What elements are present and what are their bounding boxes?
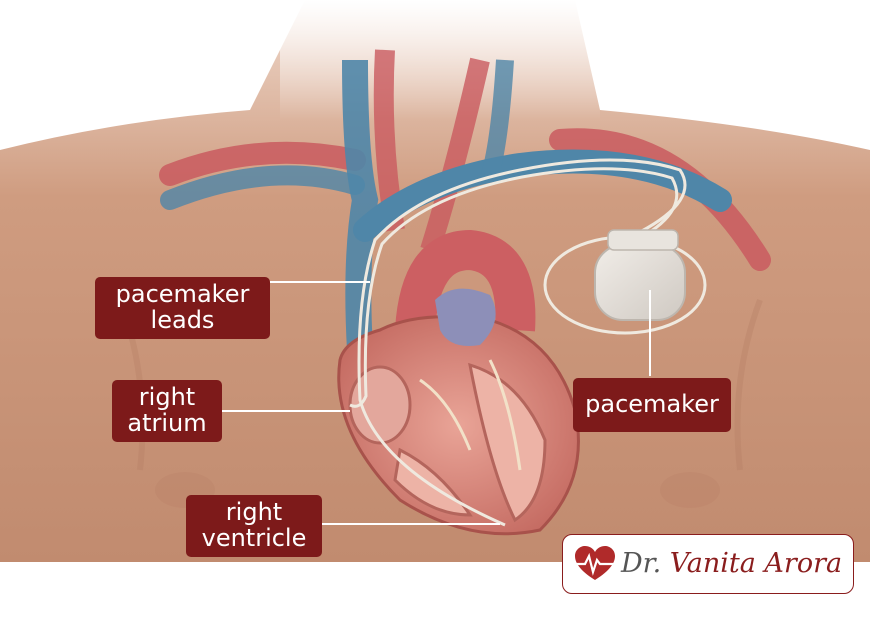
label-right-ventricle-line2: ventricle: [201, 524, 307, 552]
label-right-ventricle: right ventricle: [186, 495, 322, 557]
label-pacemaker-leads: pacemaker leads: [95, 277, 270, 339]
doctor-prefix: Dr.: [621, 548, 662, 579]
pacemaker-device: [594, 229, 686, 321]
label-right-atrium-line1: right: [138, 383, 196, 411]
heartbeat-icon: [575, 546, 615, 580]
doctor-name: Dr. Vanita Arora: [621, 547, 842, 581]
label-pacemaker-leads-line2: leads: [150, 306, 215, 334]
label-pacemaker-line1: pacemaker: [585, 390, 719, 418]
label-right-atrium-line2: atrium: [127, 409, 207, 437]
label-pacemaker: pacemaker: [573, 378, 731, 432]
doctor-logo: Dr. Vanita Arora: [562, 534, 854, 594]
doctor-full-name: Vanita Arora: [669, 548, 843, 579]
heart: [337, 288, 580, 536]
label-right-ventricle-line1: right: [225, 498, 283, 526]
pacemaker-leads: [349, 158, 707, 527]
label-pacemaker-leads-line1: pacemaker: [115, 280, 250, 308]
label-right-atrium: right atrium: [112, 380, 222, 442]
connector-lines: [222, 281, 651, 525]
